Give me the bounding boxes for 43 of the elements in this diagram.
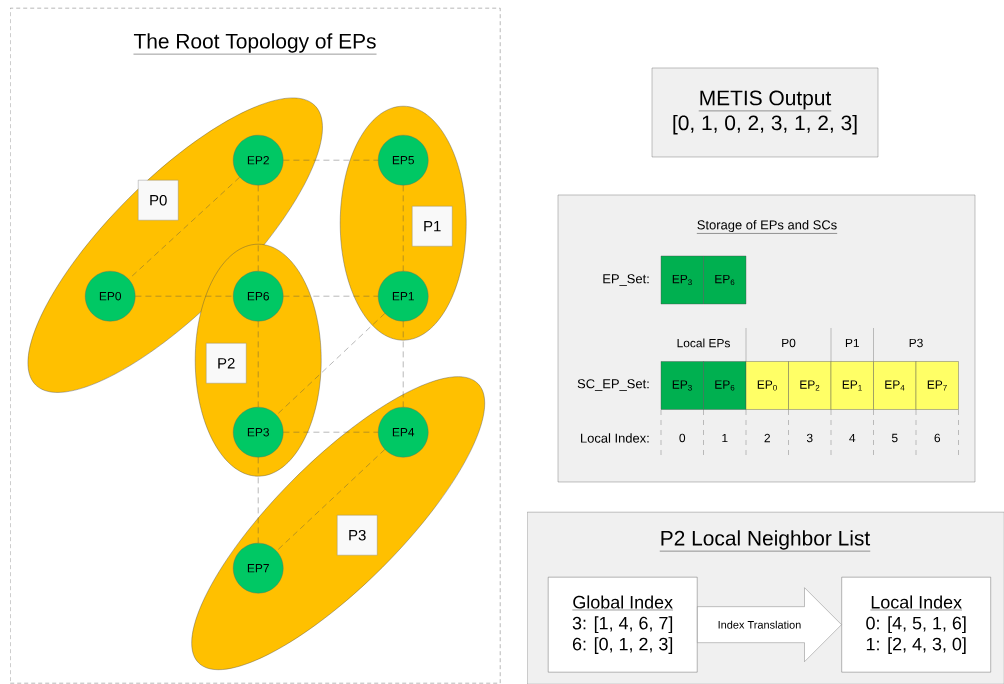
block-arrow (697, 587, 842, 662)
dashed-link (276, 449, 386, 552)
row-label: Local Index: (581, 433, 649, 443)
table-cell: EP$_{0}$ (745, 361, 789, 410)
table-cell: EP$_{1}$ (830, 361, 874, 410)
partition-label: P1 (412, 206, 453, 247)
row-label: SC_EP_Set: (577, 379, 649, 391)
column-header: P0 (782, 338, 796, 348)
table-cell: EP$_{7}$ (915, 361, 959, 410)
table-cell: EP$_{3}$ (660, 361, 704, 410)
dashed-link (283, 432, 379, 433)
index-number: 0 (679, 433, 686, 443)
dashed-link (276, 313, 386, 416)
row-label: EP_Set: (603, 274, 649, 286)
column-header: Local EPs (677, 338, 730, 348)
index-number: 1 (722, 433, 728, 443)
table-cell: EP$_{6}$ (703, 361, 747, 410)
partition-label: P0 (138, 180, 179, 221)
dashed-link (258, 321, 259, 408)
index-number: 3 (806, 433, 813, 443)
dashed-link (283, 296, 379, 297)
dashed-link (135, 296, 234, 297)
index-box: Global Index 3: [1, 4, 6, 7] 6: [0, 1, 2, 3] (548, 577, 698, 673)
column-header: P3 (909, 338, 923, 348)
dashed-link (128, 177, 240, 280)
index-number: 4 (849, 433, 856, 443)
column-header: P1 (845, 338, 859, 348)
dashed-link (258, 185, 259, 272)
index-number: 6 (934, 433, 941, 443)
table-cell: EP$_{4}$ (873, 361, 917, 410)
dashed-link (258, 457, 259, 544)
partition-label: P2 (206, 343, 247, 384)
index-number: 5 (891, 433, 898, 443)
dashed-link (283, 160, 379, 161)
partition-label: P3 (337, 515, 378, 556)
table-cell: EP$_{6}$ (703, 255, 747, 305)
index-box: Local Index 0: [4, 5, 1, 6] 1: [2, 4, 3, 0] (841, 577, 991, 673)
output-box: METIS Output [0, 1, 0, 2, 3, 1, 2, 3] (651, 67, 879, 158)
edge-label: Index Translation (718, 620, 801, 629)
dashed-link (403, 185, 404, 272)
index-number: 2 (764, 433, 770, 443)
table-cell: EP$_{3}$ (660, 255, 704, 305)
table-cell: EP$_{2}$ (788, 361, 832, 410)
